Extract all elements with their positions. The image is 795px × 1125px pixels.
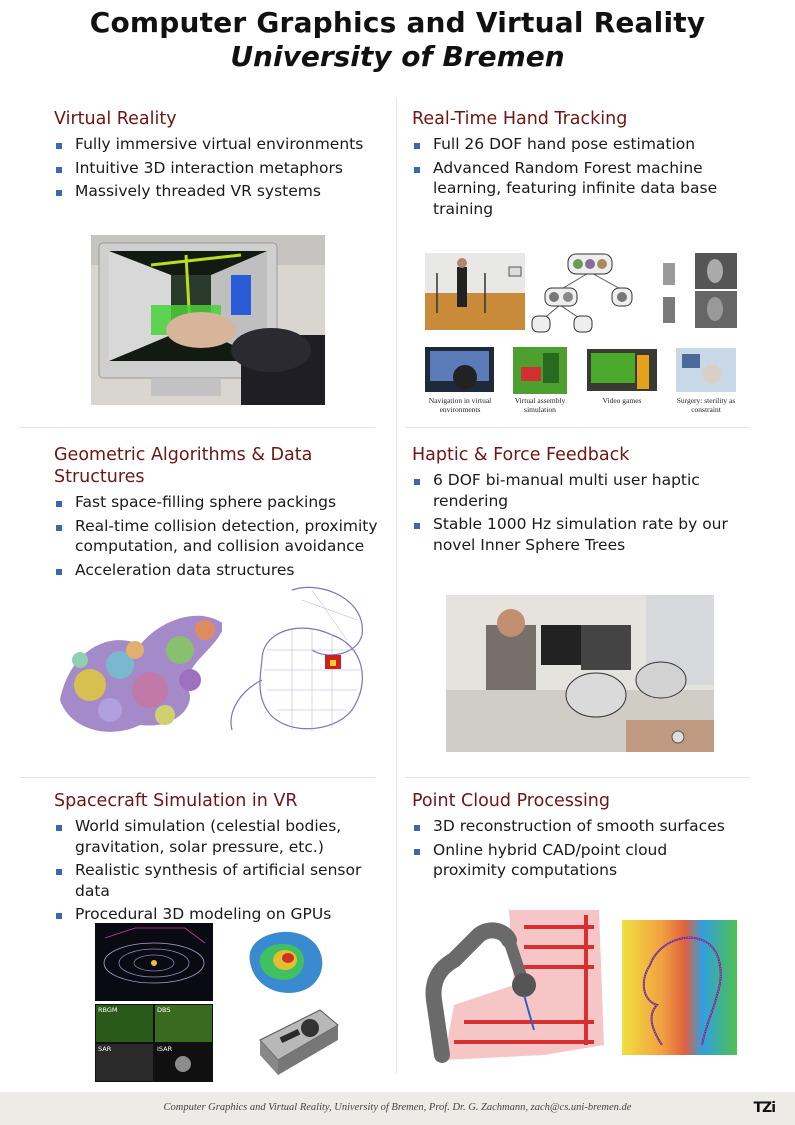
haptic-workstation-photo [446,595,714,752]
section-virtual-reality: Virtual Reality Fully immersive virtual … [54,108,384,205]
bullet-list: 3D reconstruction of smooth surfaces Onl… [412,816,742,881]
hand-depth-images [655,253,737,328]
bullet-item: Procedural 3D modeling on GPUs [54,904,389,925]
dragon-sphere-packing [50,590,240,740]
surgery-thumbnail [676,348,736,392]
page-footer: Computer Graphics and Virtual Reality, U… [0,1092,795,1125]
panel-label: SAR [98,1045,112,1053]
page-title: Computer Graphics and Virtual Reality [89,6,706,39]
row-divider-left-2 [20,777,375,778]
robot-arm-point-cloud [424,905,609,1065]
section-title: Spacecraft Simulation in VR [54,791,298,811]
bullet-item: Massively threaded VR systems [54,181,384,202]
caption: Virtual assembly simulation [514,396,566,414]
bullet-item: Stable 1000 Hz simulation rate by our no… [412,514,742,555]
bullet-item: Fully immersive virtual environments [54,134,384,155]
video-games-thumbnail [587,349,657,391]
section-title: Virtual Reality [54,109,177,129]
page-header: Computer Graphics and Virtual Reality Un… [0,0,795,90]
section-point-cloud-processing: Point Cloud Processing 3D reconstruction… [412,790,742,884]
bullet-list: Full 26 DOF hand pose estimation Advance… [412,134,742,219]
bullet-item: Intuitive 3D interaction metaphors [54,158,384,179]
footer-contact: Computer Graphics and Virtual Reality, U… [163,1102,632,1113]
bullet-list: 6 DOF bi-manual multi user haptic render… [412,470,742,555]
teapot-wireframe [222,580,387,740]
navigation-thumbnail [425,347,494,392]
bullet-item: World simulation (celestial bodies, grav… [54,816,389,857]
bullet-item: 3D reconstruction of smooth surfaces [412,816,742,837]
bullet-item: 6 DOF bi-manual multi user haptic render… [412,470,742,511]
caption: Navigation in virtual environments [428,396,492,414]
section-title: Real-Time Hand Tracking [412,109,628,129]
solar-system-orbit-render [95,923,213,1001]
panel-label: ISAR [157,1045,173,1053]
vr-monitor-photo [91,235,325,405]
bullet-list: Fast space-filling sphere packings Real-… [54,492,389,580]
hand-tracking-room-render [425,253,525,330]
distance-field-head-profile [622,920,737,1055]
page-subtitle: University of Bremen [230,40,565,73]
column-divider [396,98,397,1073]
random-forest-tree-diagram [530,250,635,335]
section-hand-tracking: Real-Time Hand Tracking Full 26 DOF hand… [412,108,742,222]
bullet-item: Real-time collision detection, proximity… [54,516,389,557]
bullet-item: Fast space-filling sphere packings [54,492,389,513]
panel-label: DBS [157,1006,171,1014]
gpu-card-image [250,1000,340,1078]
bullet-item: Realistic synthesis of artificial sensor… [54,860,389,901]
section-title: Point Cloud Processing [412,791,611,811]
bullet-item: Full 26 DOF hand pose estimation [412,134,742,155]
caption: Video games [602,396,642,405]
section-spacecraft-simulation: Spacecraft Simulation in VR World simula… [54,790,389,928]
bullet-item: Advanced Random Forest machine learning,… [412,158,742,220]
row-divider-left-1 [20,427,375,428]
assembly-thumbnail [513,347,567,394]
panel-label: RBGM [98,1006,118,1014]
section-geometric-algorithms: Geometric Algorithms & Data Structures F… [54,444,389,583]
bullet-item: Online hybrid CAD/point cloud proximity … [412,840,742,881]
row-divider-right-2 [405,777,750,778]
bullet-list: Fully immersive virtual environments Int… [54,134,384,202]
section-haptic-feedback: Haptic & Force Feedback 6 DOF bi-manual … [412,444,742,558]
sensor-data-panels [95,1004,213,1082]
bullet-list: World simulation (celestial bodies, grav… [54,816,389,925]
caption: Surgery: sterility as constraint [676,396,736,414]
tzi-logo: TZi [753,1100,776,1116]
section-title: Haptic & Force Feedback [412,445,630,465]
section-title: Geometric Algorithms & Data Structures [54,445,313,487]
row-divider-right-1 [405,427,750,428]
bullet-item: Acceleration data structures [54,560,389,581]
asteroid-heightmap [240,922,330,1000]
